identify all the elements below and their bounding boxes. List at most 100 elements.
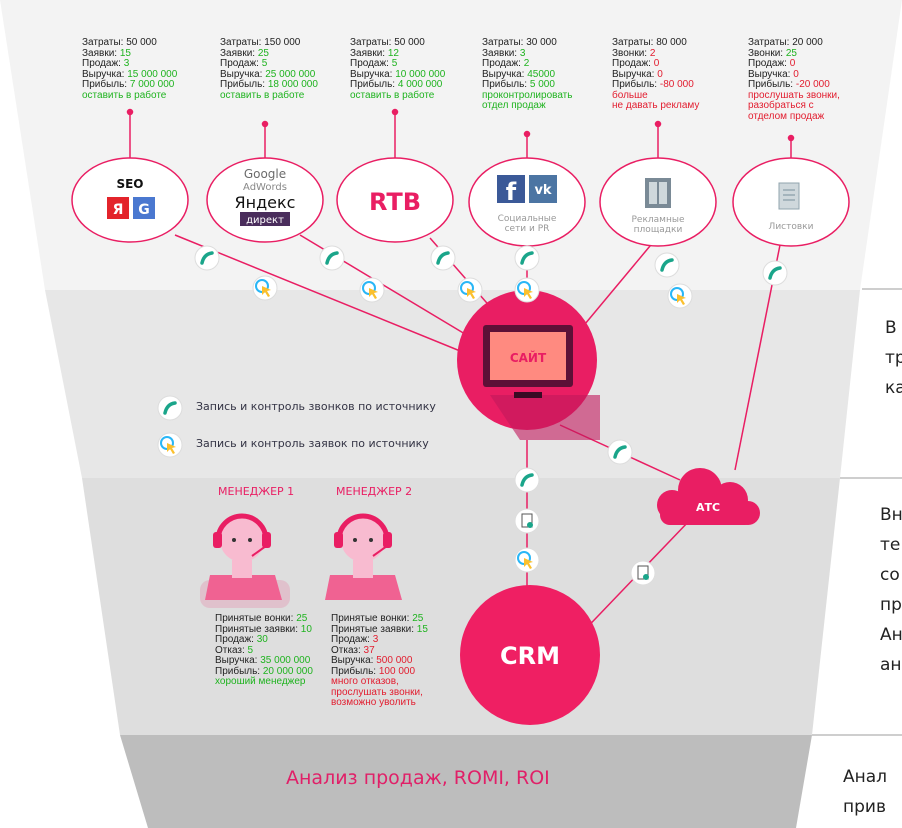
stat-row: Выручка: 0 xyxy=(612,68,699,81)
seo-logo-text: SEO xyxy=(116,177,143,191)
phone-icon xyxy=(194,245,220,271)
legend-requests: Запись и контроль заявок по источнику xyxy=(196,437,429,450)
stat-row: Заявки: 15 xyxy=(82,47,177,60)
cursor-icon xyxy=(667,283,693,309)
stat-note: не давать рекламу xyxy=(612,100,700,111)
adwords-text: AdWords xyxy=(243,182,287,193)
stat-row: Выручка: 10 000 000 xyxy=(350,69,445,81)
stat-label: Затраты: xyxy=(350,37,395,48)
stat-label: Прибыль: xyxy=(331,665,379,677)
stat-note: прослушать звонки, xyxy=(331,686,423,698)
google-text: Google xyxy=(244,167,286,181)
cursor-icon xyxy=(514,277,540,303)
yandex-text: Яндекс xyxy=(235,193,296,212)
stat-row: Заявки: 25 xyxy=(220,47,318,60)
side-text-line: пр xyxy=(880,595,902,615)
side-text-line: Анал xyxy=(843,767,888,787)
stat-value: 0 xyxy=(657,68,663,80)
stat-label: Принятые вонки: xyxy=(215,613,297,624)
stat-row: Прибыль: 18 000 000 xyxy=(220,79,318,91)
crm-label: CRM xyxy=(500,642,560,670)
stat-note: оставить в работе xyxy=(220,89,305,101)
stat-row: Отказ: 37 xyxy=(331,645,428,657)
stat-row: Выручка: 45000 xyxy=(482,68,572,81)
ads-label-1: Рекламные xyxy=(632,215,685,225)
manager-1-title: МЕНЕДЖЕР 1 xyxy=(218,485,295,498)
cursor-icon xyxy=(157,432,183,458)
stat-note: возможно уволить xyxy=(331,697,416,708)
facebook-icon xyxy=(497,175,525,203)
stat-label: Затраты: xyxy=(82,37,127,48)
stat-label: Продаж: xyxy=(748,58,790,69)
stat-value: 3 xyxy=(519,47,526,59)
stat-value: 18 000 000 xyxy=(267,79,318,90)
stat-label: Продаж: xyxy=(215,634,257,645)
stat-row: Затраты: 50 000 xyxy=(350,37,445,49)
stat-note: отдел продаж xyxy=(482,100,546,111)
stat-value: -20 000 xyxy=(795,79,830,90)
stat-label: Прибыль: xyxy=(612,79,660,90)
google-letter: G xyxy=(138,202,150,218)
direkt-text: директ xyxy=(246,215,284,226)
social-label-2: сети и PR xyxy=(505,224,550,234)
stat-row: Прибыль: -20 000 xyxy=(748,79,840,91)
stat-value: 45000 xyxy=(527,68,556,80)
stat-label: Затраты: xyxy=(220,37,265,48)
side-text-line: те xyxy=(880,535,901,555)
stat-label: Заявки: xyxy=(482,47,520,59)
stat-value: 25 xyxy=(412,613,424,624)
social-label-1: Социальные xyxy=(498,214,557,224)
atc-label: АТС xyxy=(696,501,720,514)
stat-label: Заявки: xyxy=(220,47,258,59)
stat-row: Затраты: 150 000 xyxy=(220,37,318,49)
funnel-middle-band xyxy=(45,290,860,478)
badges xyxy=(157,245,788,586)
legend-calls: Запись и контроль звонков по источнику xyxy=(196,400,436,413)
side-text-line: Ан xyxy=(880,625,902,645)
stat-label: Продаж: xyxy=(612,58,654,69)
stat-row: Прибыль: -80 000 xyxy=(612,79,699,91)
site-shadow xyxy=(490,395,600,440)
stat-note: оставить в работе xyxy=(82,89,167,101)
elevator-icon xyxy=(645,178,671,208)
stat-value: 35 000 000 xyxy=(260,655,311,666)
funnel-bottom-band xyxy=(120,735,812,828)
stat-value: 150 000 xyxy=(264,37,301,48)
stat-row: Прибыль: 4 000 000 xyxy=(350,79,445,91)
side-text-line: В xyxy=(885,318,897,338)
manager-2-title: МЕНЕДЖЕР 2 xyxy=(336,485,413,498)
stat-value: 500 000 xyxy=(376,655,413,666)
funnel-lower-band xyxy=(82,478,840,735)
stat-row: Продаж: 5 xyxy=(220,58,318,70)
stat-row: Прибыль: 7 000 000 xyxy=(82,79,177,91)
stat-label: Заявки: xyxy=(82,47,120,59)
stat-label: Отказ: xyxy=(215,644,248,656)
stat-label: Выручка: xyxy=(612,68,658,80)
stat-value: 15 000 000 xyxy=(127,68,178,80)
stat-row: Звонки: 2 xyxy=(612,48,699,60)
stat-note: хороший менеджер xyxy=(215,676,306,687)
stat-row: Продаж: 2 xyxy=(482,58,572,70)
stat-value: -80 000 xyxy=(659,79,694,90)
phone-icon xyxy=(319,245,345,271)
stat-note: оставить в работе xyxy=(350,89,435,101)
facebook-letter: f xyxy=(506,178,517,206)
stat-value: 5 xyxy=(261,58,268,69)
bottom-analysis-text: Анализ продаж, ROMI, ROI xyxy=(286,767,550,789)
flyers-label: Листовки xyxy=(769,222,814,232)
stat-row: Принятые заявки: 10 xyxy=(215,624,313,636)
stat-label: Затраты: xyxy=(612,37,657,48)
side-text-line: со xyxy=(880,565,900,585)
stat-row: Принятые заявки: 15 xyxy=(331,624,428,636)
stat-value: 2 xyxy=(523,58,530,69)
cursor-icon xyxy=(252,275,278,301)
stat-value: 50 000 xyxy=(394,37,425,48)
document-icon xyxy=(514,508,540,534)
flyer-icon xyxy=(778,182,800,210)
manager-2-avatar xyxy=(325,513,402,600)
google-icon xyxy=(133,197,155,219)
phone-icon xyxy=(762,260,788,286)
side-text-line: ан xyxy=(880,655,902,675)
